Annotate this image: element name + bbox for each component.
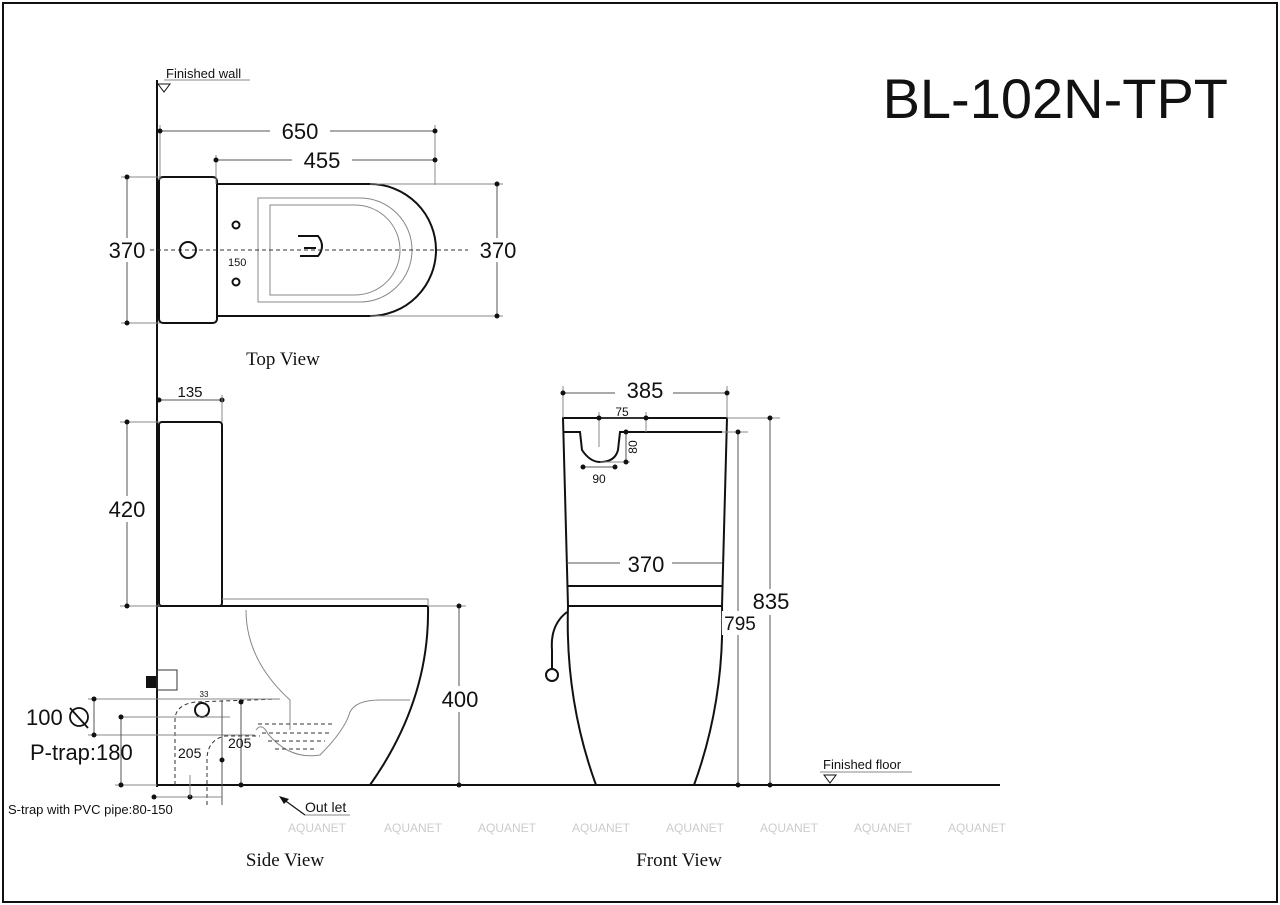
front-view: 385 75 80 90 370 835 795 Finished floor … xyxy=(545,378,912,871)
side-view-outlet-dia-text: 33 xyxy=(200,690,209,699)
front-view-inlet-depth-text: 80 xyxy=(626,440,640,454)
labels-finished-wall-text: Finished wall xyxy=(166,66,241,81)
side-view: 33 135 420 400 100 P-trap:180 205 205 xyxy=(8,384,1000,871)
finished-floor: Finished floor xyxy=(820,757,912,784)
bowl-top xyxy=(217,183,437,317)
front-view-tank-width-text: 385 xyxy=(627,378,664,403)
watermark-text: AQUANET xyxy=(948,821,1007,835)
watermark-text: AQUANET xyxy=(384,821,443,835)
top-view-overall-length-text: 650 xyxy=(282,119,319,144)
labels-p-trap-text: P-trap:180 xyxy=(30,740,133,765)
side-view-tank-depth-text: 135 xyxy=(177,384,202,401)
labels-outlet-text: Out let xyxy=(305,799,346,815)
top-view: 150 650 455 370 370 Top View xyxy=(106,118,520,370)
tank-front xyxy=(561,417,729,607)
side-view-outlet-height-b-text: 205 xyxy=(178,745,202,761)
labels-s-trap-text: S-trap with PVC pipe:80-150 xyxy=(8,802,173,817)
side-view-outlet-height-a-text: 205 xyxy=(228,735,252,751)
watermark-row: AQUANET AQUANET AQUANET AQUANET AQUANET … xyxy=(288,821,1007,835)
top-view-label: Top View xyxy=(246,349,320,370)
top-view-width-left-text: 370 xyxy=(109,238,146,263)
watermark-text: AQUANET xyxy=(854,821,913,835)
watermark-text: AQUANET xyxy=(760,821,819,835)
top-view-bowl-length-text: 455 xyxy=(304,148,341,173)
finished-wall: Finished wall xyxy=(156,66,250,787)
top-view-hole-spacing-text: 150 xyxy=(228,257,246,269)
front-view-total-height-text: 835 xyxy=(753,589,790,614)
side-view-tank-height-text: 420 xyxy=(109,497,146,522)
watermark-text: AQUANET xyxy=(666,821,725,835)
front-view-label: Front View xyxy=(636,850,722,871)
diameter-symbol xyxy=(69,707,89,729)
watermark-text: AQUANET xyxy=(478,821,537,835)
front-view-tank-top-height-text: 795 xyxy=(724,614,756,635)
bowl-front xyxy=(566,605,724,786)
watermark-text: AQUANET xyxy=(572,821,631,835)
model-title: BL-102N-TPT xyxy=(883,67,1228,130)
front-view-bowl-width-text: 370 xyxy=(628,552,665,577)
bowl-side xyxy=(369,605,430,786)
tank-side xyxy=(158,421,223,607)
labels-pipe-dia-text: 100 xyxy=(26,705,63,730)
side-view-label: Side View xyxy=(246,850,324,871)
labels-finished-floor-text: Finished floor xyxy=(823,757,902,772)
watermark-text: AQUANET xyxy=(288,821,347,835)
front-view-inlet-width-text: 90 xyxy=(592,472,606,486)
front-view-inlet-offset-text: 75 xyxy=(615,405,629,419)
side-view-seat-height-text: 400 xyxy=(442,687,479,712)
top-view-width-right-text: 370 xyxy=(480,238,517,263)
